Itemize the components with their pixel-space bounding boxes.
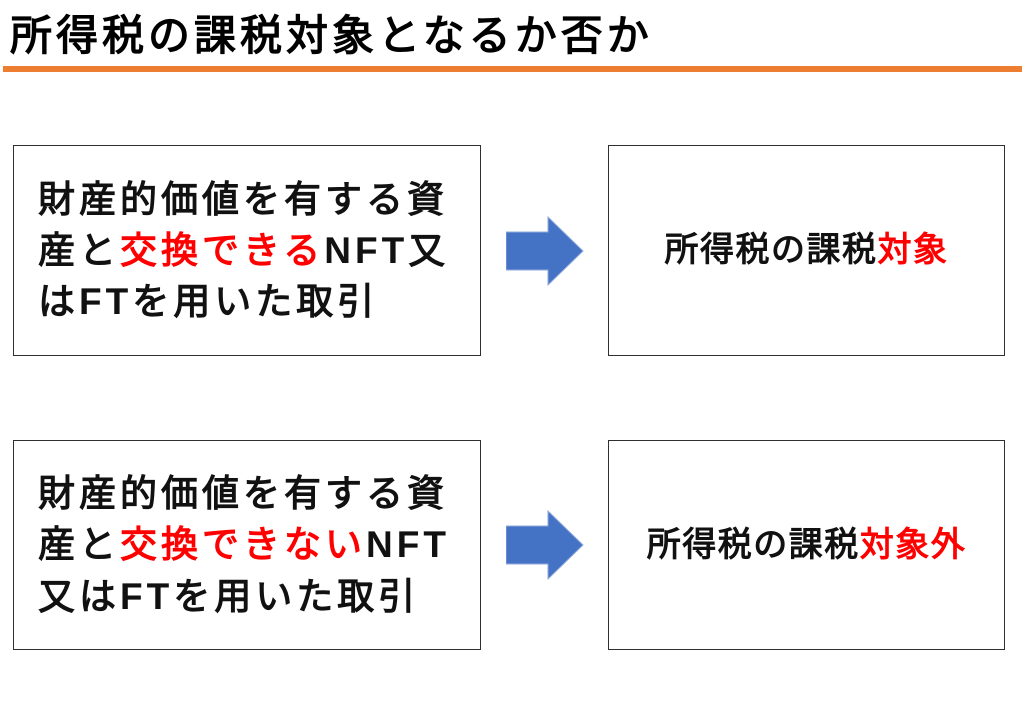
page-title: 所得税の課税対象となるか否か [10, 12, 653, 59]
text-segment: 産と [38, 229, 120, 271]
highlighted-text: 対象外 [859, 525, 967, 564]
highlighted-text: 交換できない [120, 524, 366, 566]
result-box-taxable: 所得税の課税対象 [608, 145, 1005, 356]
flow-row-taxable: 財産的価値を有する資産と交換できるNFT又はFTを用いた取引 所得税の課税対象 [13, 145, 1005, 356]
text-segment: 所得税の課税 [646, 525, 860, 564]
result-text: 所得税の課税対象外 [647, 523, 967, 567]
condition-box-exchangeable: 財産的価値を有する資産と交換できるNFT又はFTを用いた取引 [13, 145, 481, 356]
text-segment: 財産的価値を有する資 [38, 178, 448, 220]
text-segment: NFT [366, 524, 450, 566]
flow-row-not-taxable: 財産的価値を有する資産と交換できないNFT 又はFTを用いた取引 所得税の課税対象… [13, 440, 1005, 650]
text-segment: 又はFTを用いた取引 [38, 575, 420, 617]
arrow-container [481, 440, 608, 650]
text-segment: 産と [38, 524, 120, 566]
highlighted-text: 交換できる [120, 229, 325, 271]
arrow-right-icon [505, 510, 584, 580]
arrow-container [481, 145, 608, 356]
text-segment: はFTを用いた取引 [38, 281, 379, 323]
condition-text: 財産的価値を有する資産と交換できないNFT 又はFTを用いた取引 [38, 468, 450, 621]
result-box-not-taxable: 所得税の課税対象外 [608, 440, 1005, 650]
text-segment: 財産的価値を有する資 [38, 473, 448, 515]
text-segment: NFT又 [324, 229, 450, 271]
arrow-right-icon [505, 215, 584, 286]
title-divider [3, 66, 1022, 72]
condition-box-non-exchangeable: 財産的価値を有する資産と交換できないNFT 又はFTを用いた取引 [13, 440, 481, 650]
highlighted-text: 対象 [877, 231, 949, 270]
result-text: 所得税の課税対象 [665, 228, 949, 272]
text-segment: 所得税の課税 [664, 231, 878, 270]
condition-text: 財産的価値を有する資産と交換できるNFT又はFTを用いた取引 [38, 174, 449, 327]
